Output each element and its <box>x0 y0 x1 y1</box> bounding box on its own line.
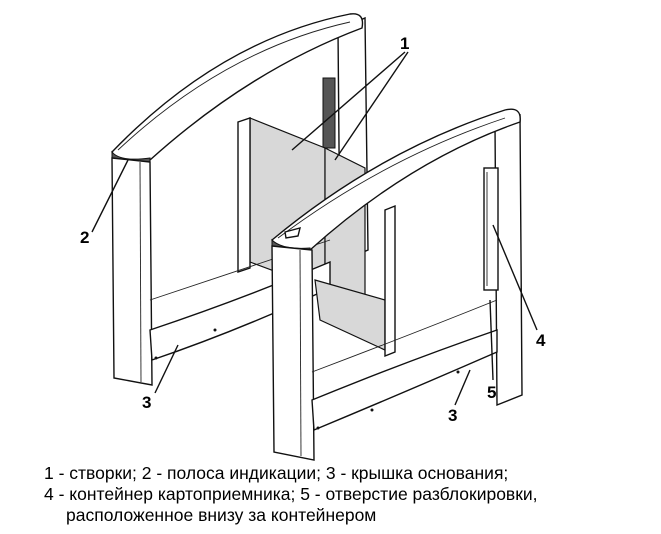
callout-1: 1 <box>400 34 410 53</box>
caption-line-2: 4 - контейнер картоприемника; 5 - отверс… <box>44 484 538 504</box>
callout-3-left: 3 <box>142 393 152 412</box>
right-base-cover <box>311 329 498 432</box>
callout-3-right: 3 <box>448 406 458 425</box>
leader-lines <box>91 51 538 406</box>
right-cabinet <box>271 108 523 461</box>
caption-line-1: 1 - створки; 2 - полоса индикации; 3 - к… <box>44 463 509 483</box>
flap-right <box>314 279 386 351</box>
left-cabinet <box>111 13 369 386</box>
callout-5: 5 <box>487 383 497 402</box>
legend-caption: 1 - створки; 2 - полоса индикации; 3 - к… <box>44 463 538 526</box>
callout-4: 4 <box>536 331 546 350</box>
caption-line-3: расположенное внизу за контейнером <box>66 505 377 525</box>
card-reader-container <box>483 167 499 291</box>
callout-2: 2 <box>80 228 90 247</box>
